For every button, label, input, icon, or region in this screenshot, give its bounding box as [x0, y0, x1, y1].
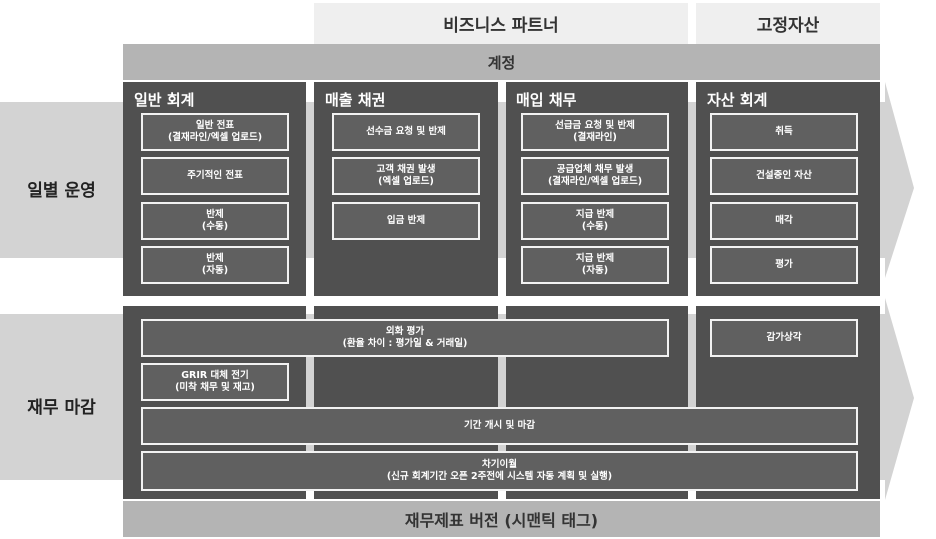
row-label-daily-text: 일별 운영 [27, 180, 96, 201]
column-title-assets: 자산 회계 [707, 91, 768, 109]
box-period-open-close: 기간 개시 및 마감 [141, 407, 858, 445]
box-recurring-journal: 주기적인 전표 [141, 157, 289, 195]
box-down-payment-request: 선수금 요청 및 반제 [332, 113, 480, 151]
box-grir-clearing: GRIR 대체 전기(미착 채무 및 재고) [141, 363, 289, 401]
box-construction-in-progress: 건설중인 자산 [710, 157, 858, 195]
column-title-purchase: 매입 채무 [516, 91, 577, 109]
business-partner-band: 비즈니스 파트너 [314, 3, 688, 44]
business-partner-label: 비즈니스 파트너 [443, 16, 559, 36]
fixed-assets-band: 고정자산 [696, 3, 880, 44]
row-label-daily: 일별 운영 [0, 168, 123, 208]
account-label: 계정 [487, 53, 516, 72]
box-carry-forward: 차기이월(신규 회계기간 오픈 2주전에 시스템 자동 계획 및 실행) [141, 451, 858, 491]
box-vendor-payable: 공급업체 채무 발생(결재라인/엑셀 업로드) [521, 157, 669, 195]
box-clearing-auto: 반제(자동) [141, 246, 289, 284]
row-label-closing-text: 재무 마감 [27, 397, 96, 418]
box-advance-payment-request: 선급금 요청 및 반제(결재라인) [521, 113, 669, 151]
box-depreciation: 감가상각 [710, 319, 858, 357]
column-title-general: 일반 회계 [134, 91, 195, 109]
box-clearing-manual: 반제(수동) [141, 202, 289, 240]
box-fx-valuation: 외화 평가(환율 차이 : 평가일 & 거래일) [141, 319, 669, 357]
box-valuation: 평가 [710, 246, 858, 284]
box-customer-receivable: 고객 채권 발생(엑셀 업로드) [332, 157, 480, 195]
row-label-closing: 재무 마감 [0, 385, 123, 425]
fixed-assets-label: 고정자산 [756, 16, 820, 36]
box-disposal: 매각 [710, 202, 858, 240]
financial-statement-version-label: 재무제표 버전 (시맨틱 태그) [404, 511, 599, 530]
box-incoming-payment-clearing: 입금 반제 [332, 202, 480, 240]
account-band: 계정 [123, 44, 880, 80]
column-title-sales: 매출 채권 [325, 91, 386, 109]
financial-statement-version-band: 재무제표 버전 (시맨틱 태그) [123, 501, 880, 537]
box-general-journal: 일반 전표(결재라인/엑셀 업로드) [141, 113, 289, 151]
box-payment-clearing-manual: 지급 반제(수동) [521, 202, 669, 240]
box-acquisition: 취득 [710, 113, 858, 151]
box-payment-clearing-auto: 지급 반제(자동) [521, 246, 669, 284]
